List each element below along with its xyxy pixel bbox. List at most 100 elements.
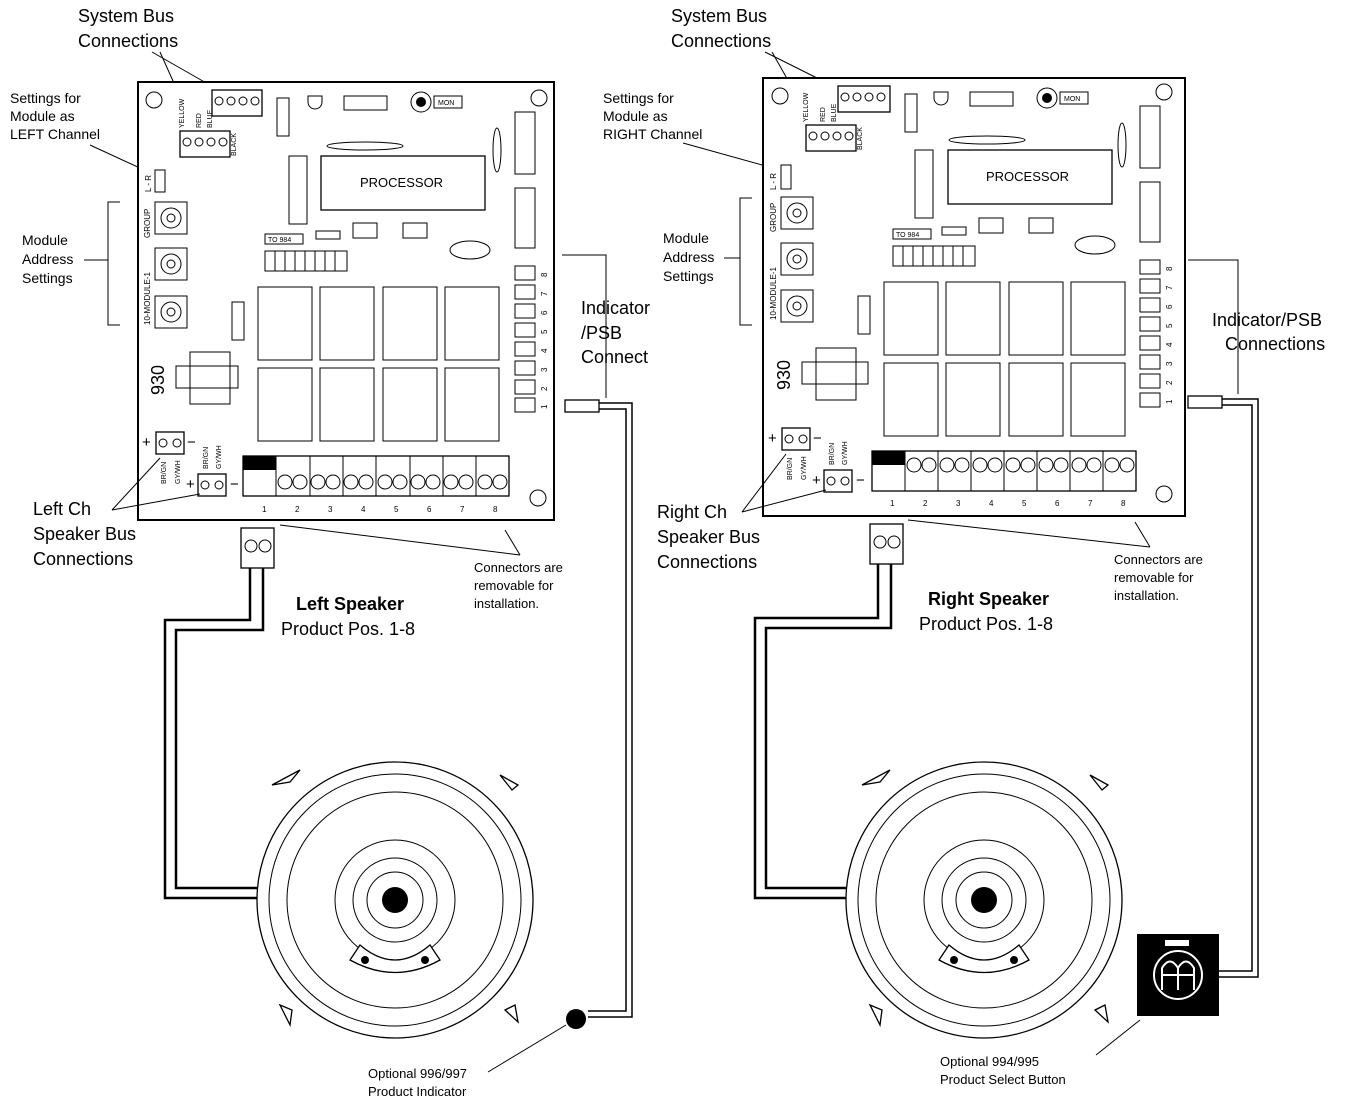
left-mon-label: MON: [438, 100, 454, 107]
right-ind-pos-4: 4: [1165, 342, 1174, 347]
right-out-pos-6: 6: [1055, 499, 1060, 508]
left-pin-brgn: BR/GN: [161, 462, 168, 484]
right-ind-pos-3: 3: [1165, 361, 1174, 366]
left-to984-label: TO 984: [268, 237, 291, 244]
left-out-pos-6: 6: [427, 505, 432, 514]
right-module-address-1: Module: [663, 230, 709, 246]
right-transformer: [801, 347, 869, 401]
svg-text:+: +: [142, 434, 151, 451]
left-module-address-2: Address: [22, 251, 73, 267]
left-relay-grid: [257, 286, 500, 442]
right-indicator-terminals: 8 7 6 5 4 3 2 1: [1139, 259, 1174, 408]
right-processor-label: PROCESSOR: [986, 169, 1069, 184]
right-to984-label: TO 984: [896, 232, 919, 239]
left-to984-connector: TO 984: [264, 233, 348, 272]
svg-text:BR/GN: BR/GN: [829, 443, 836, 465]
left-speaker-bus-label-1: Left Ch: [33, 499, 91, 519]
right-ind-pos-1: 1: [1165, 399, 1174, 404]
right-channel-jumper: L - R: [769, 164, 792, 190]
right-module: System Bus Connections Settings for Modu…: [603, 6, 1325, 1087]
left-out-pos-2: 2: [295, 505, 300, 514]
right-speaker-subtitle: Product Pos. 1-8: [919, 614, 1053, 634]
left-ind-pos-2: 2: [540, 386, 549, 391]
right-indicator-label-1: Indicator/PSB: [1212, 310, 1322, 330]
right-out-pos-2: 2: [923, 499, 928, 508]
right-note-1: Connectors are: [1114, 552, 1203, 567]
right-out-pos-7: 7: [1088, 499, 1093, 508]
svg-text:−: −: [187, 434, 196, 451]
right-mon-led: MON: [1036, 87, 1089, 109]
right-system-bus-label-2: Connections: [671, 31, 771, 51]
left-model-label: 930: [148, 365, 168, 395]
right-relay-grid: [883, 281, 1126, 437]
svg-text:−: −: [856, 472, 865, 489]
left-speaker-subtitle: Product Pos. 1-8: [281, 619, 415, 639]
left-note-3: installation.: [474, 596, 539, 611]
left-out-pos-5: 5: [394, 505, 399, 514]
right-wire-black: BLACK: [857, 127, 864, 150]
right-pin-brgn: BR/GN: [787, 458, 794, 480]
svg-text:BR/GN: BR/GN: [203, 447, 210, 469]
right-ind-pos-5: 5: [1165, 323, 1174, 328]
left-indicator-label-1: Indicator: [581, 298, 650, 318]
right-note-2: removable for: [1114, 570, 1194, 585]
svg-text:−: −: [230, 476, 239, 493]
right-out-pos-1: 1: [890, 499, 895, 508]
left-speaker-title: Left Speaker: [296, 594, 404, 614]
left-optional-indicator: [566, 1009, 586, 1029]
left-out-pos-1: 1: [262, 505, 267, 514]
svg-text:GY/WH: GY/WH: [216, 445, 223, 469]
right-speaker-bus-label-1: Right Ch: [657, 502, 727, 522]
right-module-address-3: Settings: [663, 268, 714, 284]
left-transformer: [175, 351, 239, 405]
left-note-1: Connectors are: [474, 560, 563, 575]
right-speaker-bus-label-3: Connections: [657, 552, 757, 572]
right-model-label: 930: [774, 360, 794, 390]
left-optional-label-2: Product Indicator: [368, 1084, 467, 1099]
right-out-pos-4: 4: [989, 499, 994, 508]
left-indicator-plug: [564, 399, 600, 413]
right-system-bus-connector: YELLOW RED BLUE BLACK: [803, 85, 891, 152]
right-system-bus-label-1: System Bus: [671, 6, 767, 26]
left-address-switches: GROUP 10-MODULE-1: [143, 201, 188, 329]
right-settings-label-2: Module as: [603, 108, 668, 124]
right-output-terminals: 1 2 3 4 5 6 7 8: [871, 450, 1137, 508]
right-optional-label-1: Optional 994/995: [940, 1054, 1039, 1069]
left-indicator-label-3: Connect: [581, 347, 648, 367]
left-system-bus-label-1: System Bus: [78, 6, 174, 26]
right-ind-pos-2: 2: [1165, 380, 1174, 385]
left-indicator-label-2: /PSB: [581, 323, 622, 343]
left-indicator-terminals: 8 7 6 5 4 3 2 1: [514, 265, 549, 413]
left-speaker: [256, 761, 534, 1039]
right-module-label: 10-MODULE-1: [769, 267, 778, 320]
right-indicator-plug: [1187, 395, 1223, 409]
right-pin-gywh: GY/WH: [801, 456, 808, 480]
right-speaker-bus-label-2: Speaker Bus: [657, 527, 760, 547]
left-ind-pos-8: 8: [540, 272, 549, 277]
right-wire-yellow: YELLOW: [803, 92, 810, 122]
left-channel-jumper: L - R: [144, 169, 166, 193]
left-settings-label-1: Settings for: [10, 90, 81, 106]
wire-red: RED: [196, 113, 203, 128]
right-settings-label-1: Settings for: [603, 90, 674, 106]
left-out-pos-4: 4: [361, 505, 366, 514]
svg-text:+: +: [768, 430, 777, 447]
right-mon-label: MON: [1064, 96, 1080, 103]
left-speaker-bus-label-2: Speaker Bus: [33, 524, 136, 544]
right-out-pos-5: 5: [1022, 499, 1027, 508]
right-ind-pos-7: 7: [1165, 285, 1174, 290]
right-optional-label-2: Product Select Button: [940, 1072, 1066, 1087]
right-address-switches: GROUP 10-MODULE-1: [769, 196, 814, 323]
left-module-label: 10-MODULE-1: [143, 272, 152, 325]
left-settings-label-2: Module as: [10, 108, 75, 124]
left-mon-led: MON: [410, 91, 463, 113]
right-to984-connector: TO 984: [892, 228, 976, 267]
left-speaker-bus-pins: + − BR/GN GY/WH + − BR/GN GY/WH: [142, 431, 239, 497]
svg-text:−: −: [813, 430, 822, 447]
left-ind-pos-5: 5: [540, 329, 549, 334]
left-pin-gywh: GY/WH: [175, 460, 182, 484]
wire-black: BLACK: [231, 133, 238, 156]
left-optional-label-1: Optional 996/997: [368, 1066, 467, 1081]
left-group-label: GROUP: [143, 209, 152, 238]
